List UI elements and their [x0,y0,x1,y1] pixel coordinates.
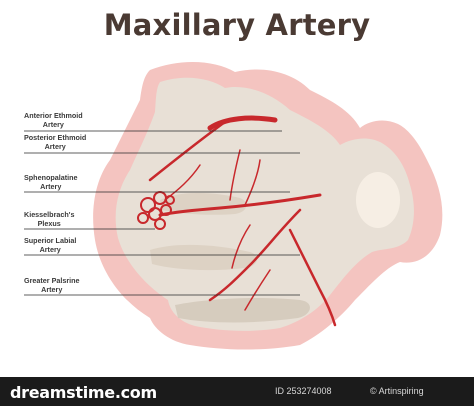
label-line2: Artery [39,245,61,254]
label-line2: Artery [41,285,63,294]
artery-branch-4 [231,224,251,269]
label-line1: Greater Palsrine [24,276,80,285]
sphenoid-sinus [356,172,400,228]
leader-lines [24,130,300,296]
stock-footer-bar: dreamstime.com ID 253274008 © Artinspiri… [0,377,474,406]
greater-palatine-artery [288,228,337,327]
label-line2: Plexus [37,219,61,228]
label-line1: Kiesselbrach's [24,210,75,219]
artery-branch-2 [244,159,261,206]
artery-network [148,115,337,327]
superior-labial-artery [208,208,302,302]
label-line2: Artery [44,142,66,151]
label-line2: Artery [40,182,62,191]
artery-branch-5 [244,269,271,311]
label-anterior-ethmoid-artery: Anterior Ethmoid Artery [24,111,83,129]
label-sphenopalatine-artery: Sphenopalatine Artery [24,173,78,191]
label-greater-palatine-artery: Greater Palsrine Artery [24,276,80,294]
image-id: ID 253274008 [275,386,332,396]
posterior-ethmoid-artery [148,120,227,182]
sphenopalatine-artery [158,193,322,217]
label-line1: Anterior Ethmoid [24,111,83,120]
label-line1: Posterior Ethmoid [24,133,87,142]
artery-branch-3 [164,164,201,201]
turbinate-lower [150,244,258,271]
artery-branch-1 [229,149,241,201]
label-kiesselbach-plexus: Kiesselbrach's Plexus [24,210,74,228]
dreamstime-logo: dreamstime.com [10,383,157,402]
diagram-title: Maxillary Artery [103,8,371,42]
label-line1: Sphenopalatine [24,173,78,182]
label-line2: Artery [42,120,64,129]
label-line1: Superior Labial [24,236,77,245]
anterior-ethmoid-artery [207,115,278,131]
author-credit: © Artinspiring [370,386,424,396]
turbinate-upper [160,193,247,215]
hard-palate [175,297,310,323]
label-superior-labial-artery: Superior Labial Artery [24,236,76,254]
label-posterior-ethmoid-artery: Posterior Ethmoid Artery [24,133,86,151]
